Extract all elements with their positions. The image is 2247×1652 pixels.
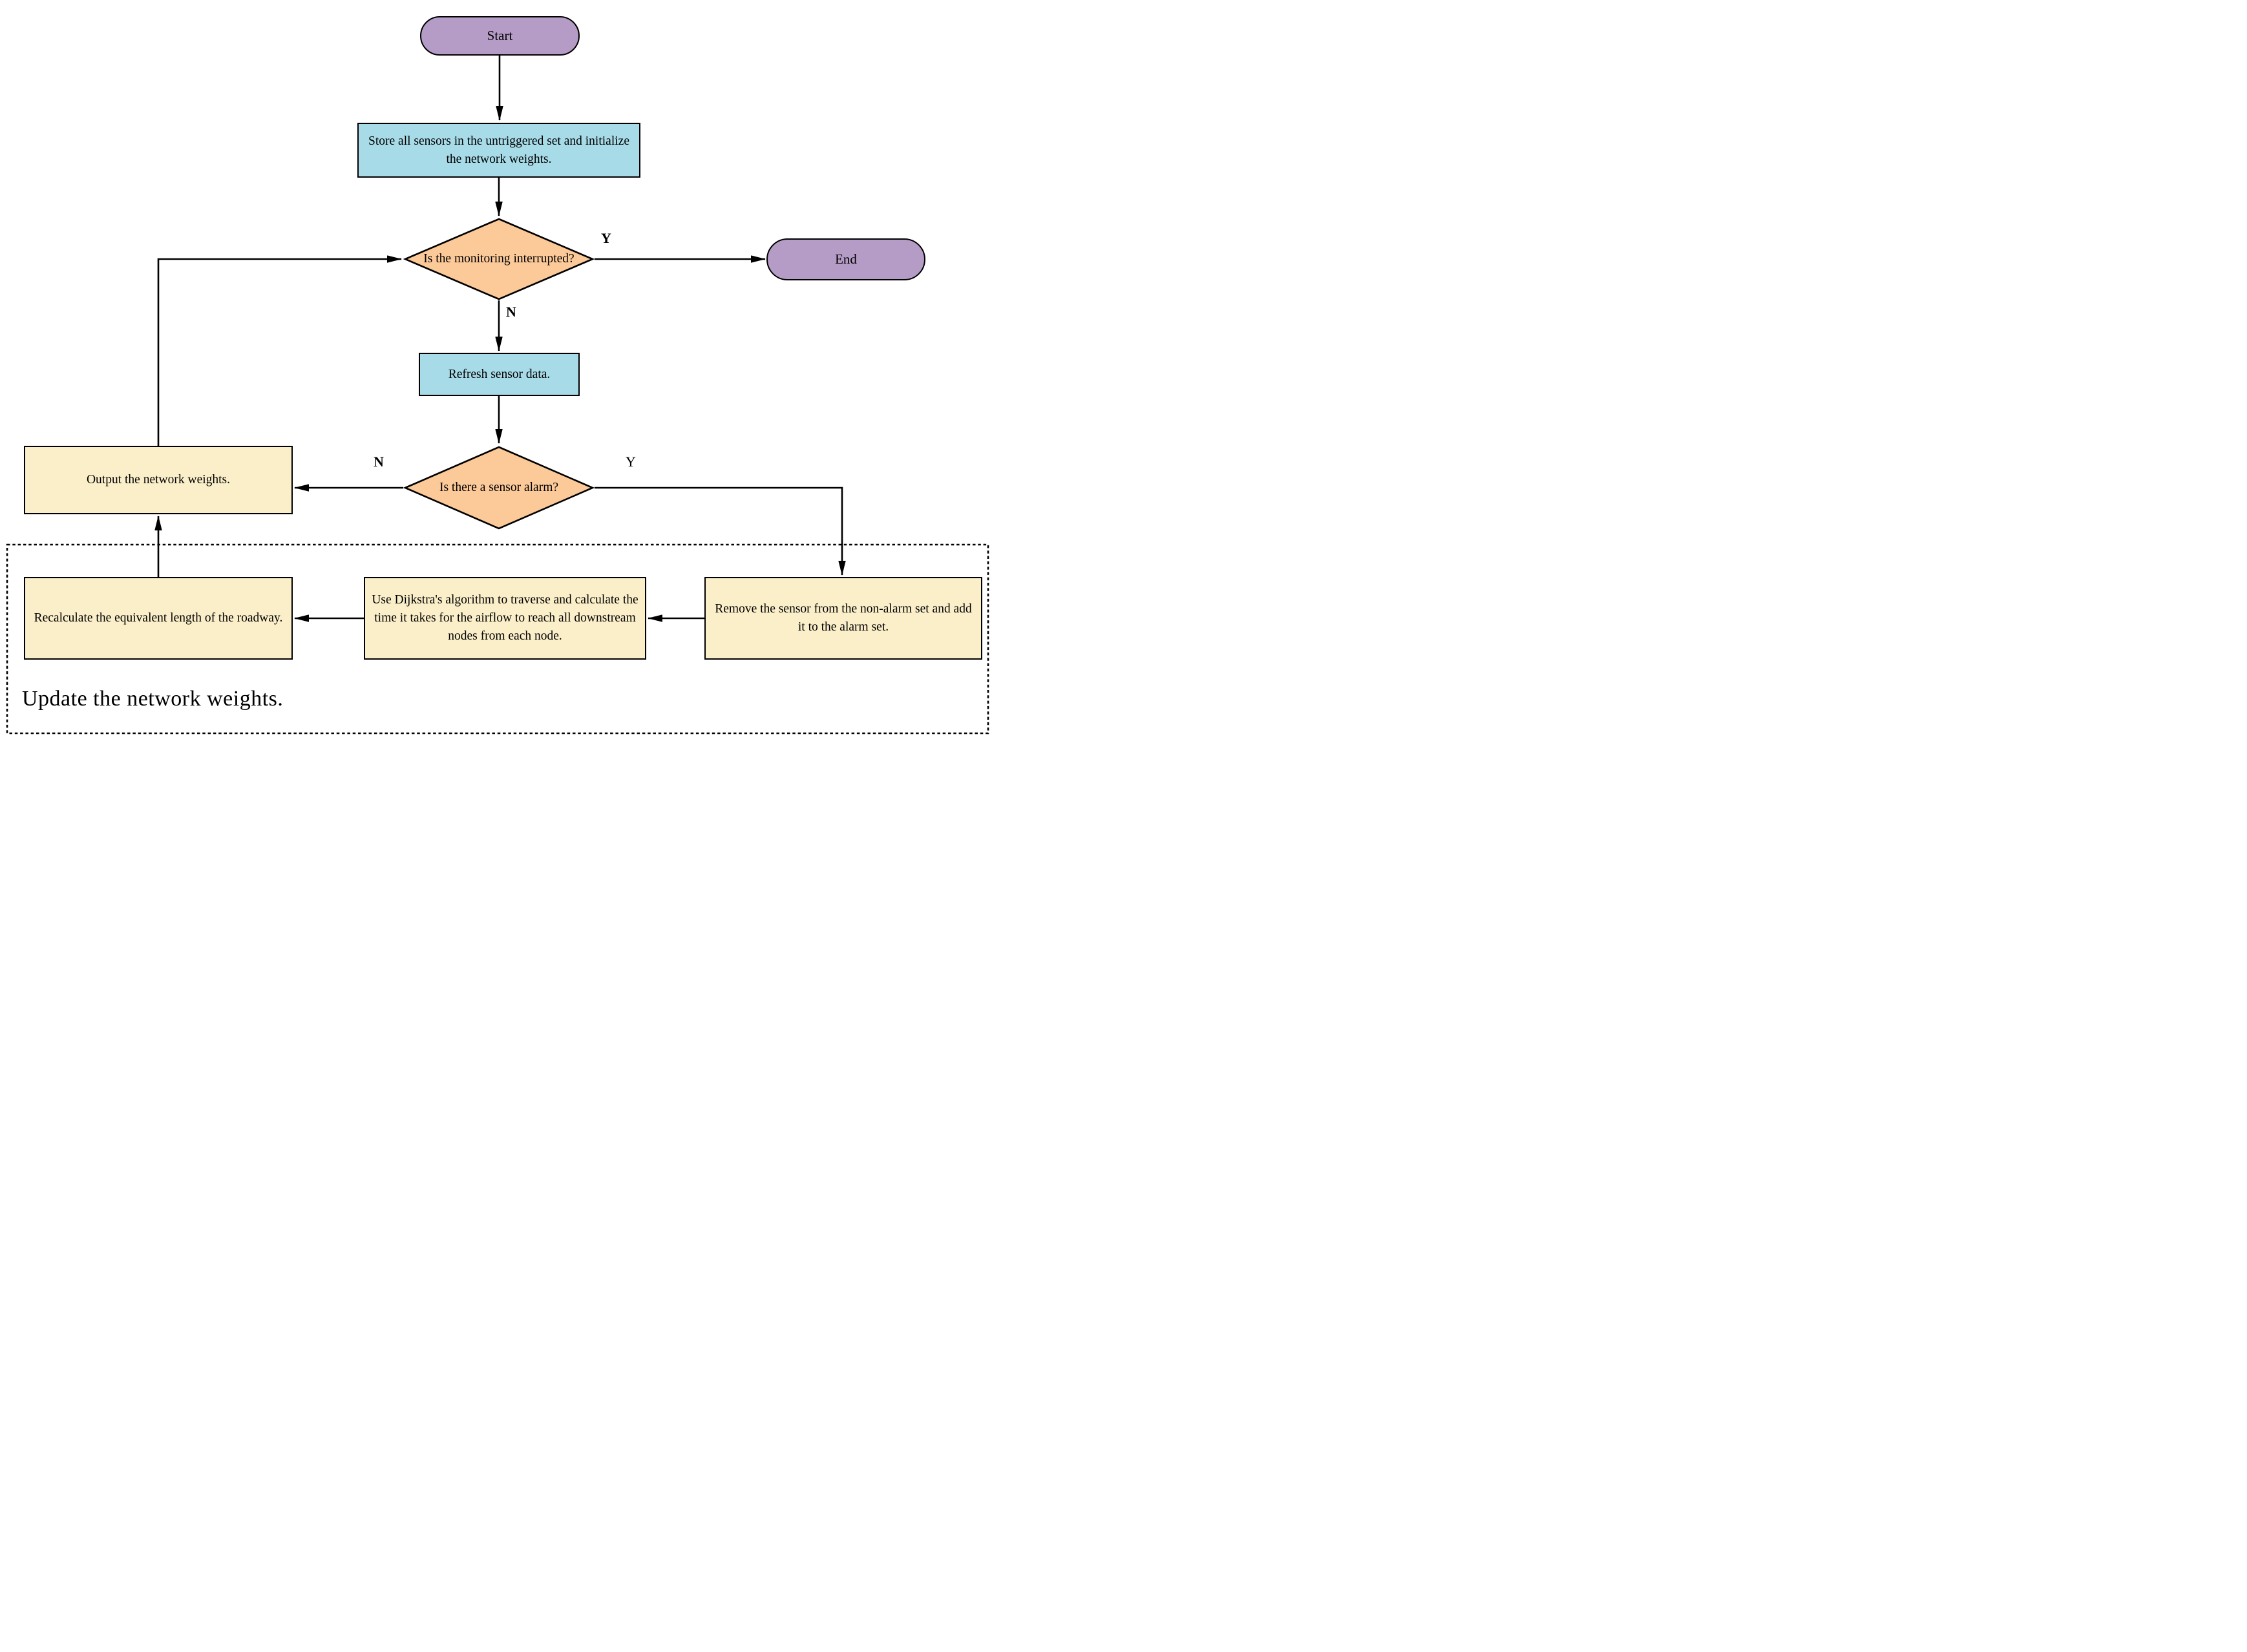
edge-label-monitor-no: N bbox=[506, 304, 516, 320]
node-recalculate-length: Recalculate the equivalent length of the… bbox=[24, 577, 293, 660]
node-remove-label: Remove the sensor from the non-alarm set… bbox=[715, 602, 972, 634]
decision-sensor-alarm: Is there a sensor alarm? bbox=[403, 446, 595, 530]
node-store-sensors: Store all sensors in the untriggered set… bbox=[357, 123, 640, 178]
node-recalculate-label: Recalculate the equivalent length of the… bbox=[34, 611, 283, 625]
node-start: Start bbox=[420, 16, 580, 56]
node-refresh-sensor-data: Refresh sensor data. bbox=[419, 353, 580, 396]
node-store-sensors-label: Store all sensors in the untriggered set… bbox=[368, 134, 629, 166]
node-start-label: Start bbox=[487, 27, 513, 43]
decision-sensor-alarm-label: Is there a sensor alarm? bbox=[439, 481, 559, 495]
node-end-label: End bbox=[835, 251, 857, 267]
node-end: End bbox=[766, 238, 925, 280]
node-output-label: Output the network weights. bbox=[86, 473, 231, 487]
update-region-label: Update the network weights. bbox=[22, 687, 284, 711]
node-dijkstra-label: Use Dijkstra's algorithm to traverse and… bbox=[372, 593, 638, 643]
flowchart-stage: Start Store all sensors in the untrigger… bbox=[0, 0, 1000, 737]
node-refresh-label: Refresh sensor data. bbox=[448, 367, 551, 381]
edge-output-monitor bbox=[157, 255, 402, 446]
diamond-shape bbox=[403, 446, 595, 530]
node-remove-sensor: Remove the sensor from the non-alarm set… bbox=[704, 577, 982, 660]
diamond-shape bbox=[403, 218, 595, 300]
edge-label-monitor-yes: Y bbox=[601, 230, 611, 246]
edge-label-alarm-no: N bbox=[374, 454, 384, 470]
node-output-network-weights: Output the network weights. bbox=[24, 446, 293, 514]
edge-label-alarm-yes: Y bbox=[626, 454, 636, 470]
node-dijkstra-traverse: Use Dijkstra's algorithm to traverse and… bbox=[364, 577, 646, 660]
decision-monitoring-label: Is the monitoring interrupted? bbox=[423, 252, 575, 266]
decision-monitoring-interrupted: Is the monitoring interrupted? bbox=[403, 218, 595, 300]
